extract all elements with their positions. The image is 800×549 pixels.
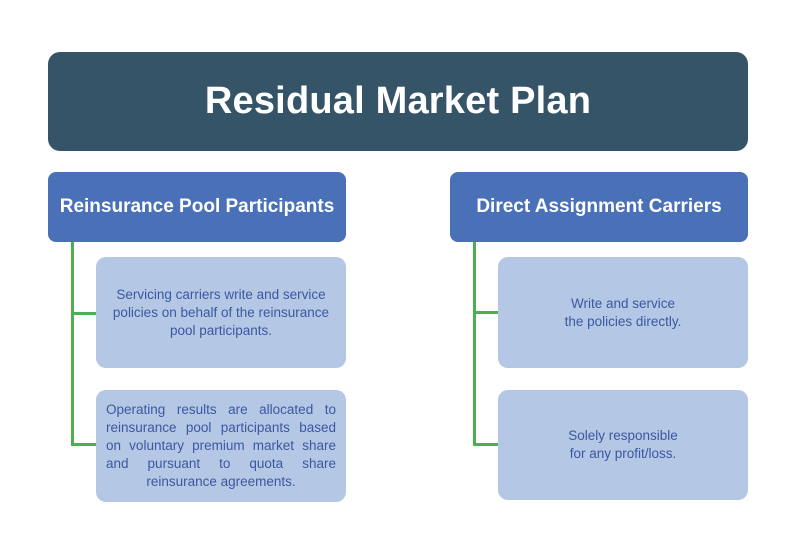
solely-responsible-text: Solely responsible for any profit/loss. [568, 428, 678, 461]
left-branch-connector-1 [71, 312, 96, 315]
direct-assignment-header-label: Direct Assignment Carriers [476, 196, 722, 217]
solely-responsible-box: Solely responsible for any profit/loss. [498, 390, 748, 500]
diagram-title-box: Residual Market Plan [48, 52, 748, 151]
write-and-service-box: Write and service the policies directly. [498, 257, 748, 368]
direct-assignment-header: Direct Assignment Carriers [450, 172, 748, 242]
right-branch-connector-1 [473, 311, 498, 314]
servicing-carriers-box: Servicing carriers write and service pol… [96, 257, 346, 368]
reinsurance-pool-header: Reinsurance Pool Participants [48, 172, 346, 242]
servicing-carriers-text: Servicing carriers write and service pol… [112, 286, 330, 338]
operating-results-box: Operating results are allocated to reins… [96, 390, 346, 502]
left-vertical-connector [71, 242, 74, 446]
right-vertical-connector [473, 242, 476, 446]
write-and-service-text: Write and service the policies directly. [564, 295, 682, 329]
reinsurance-pool-header-label: Reinsurance Pool Participants [59, 196, 335, 217]
operating-results-text: Operating results are allocated to reins… [106, 402, 336, 489]
left-branch-connector-2 [71, 443, 96, 446]
diagram-title: Residual Market Plan [204, 80, 592, 122]
right-branch-connector-2 [473, 443, 498, 446]
